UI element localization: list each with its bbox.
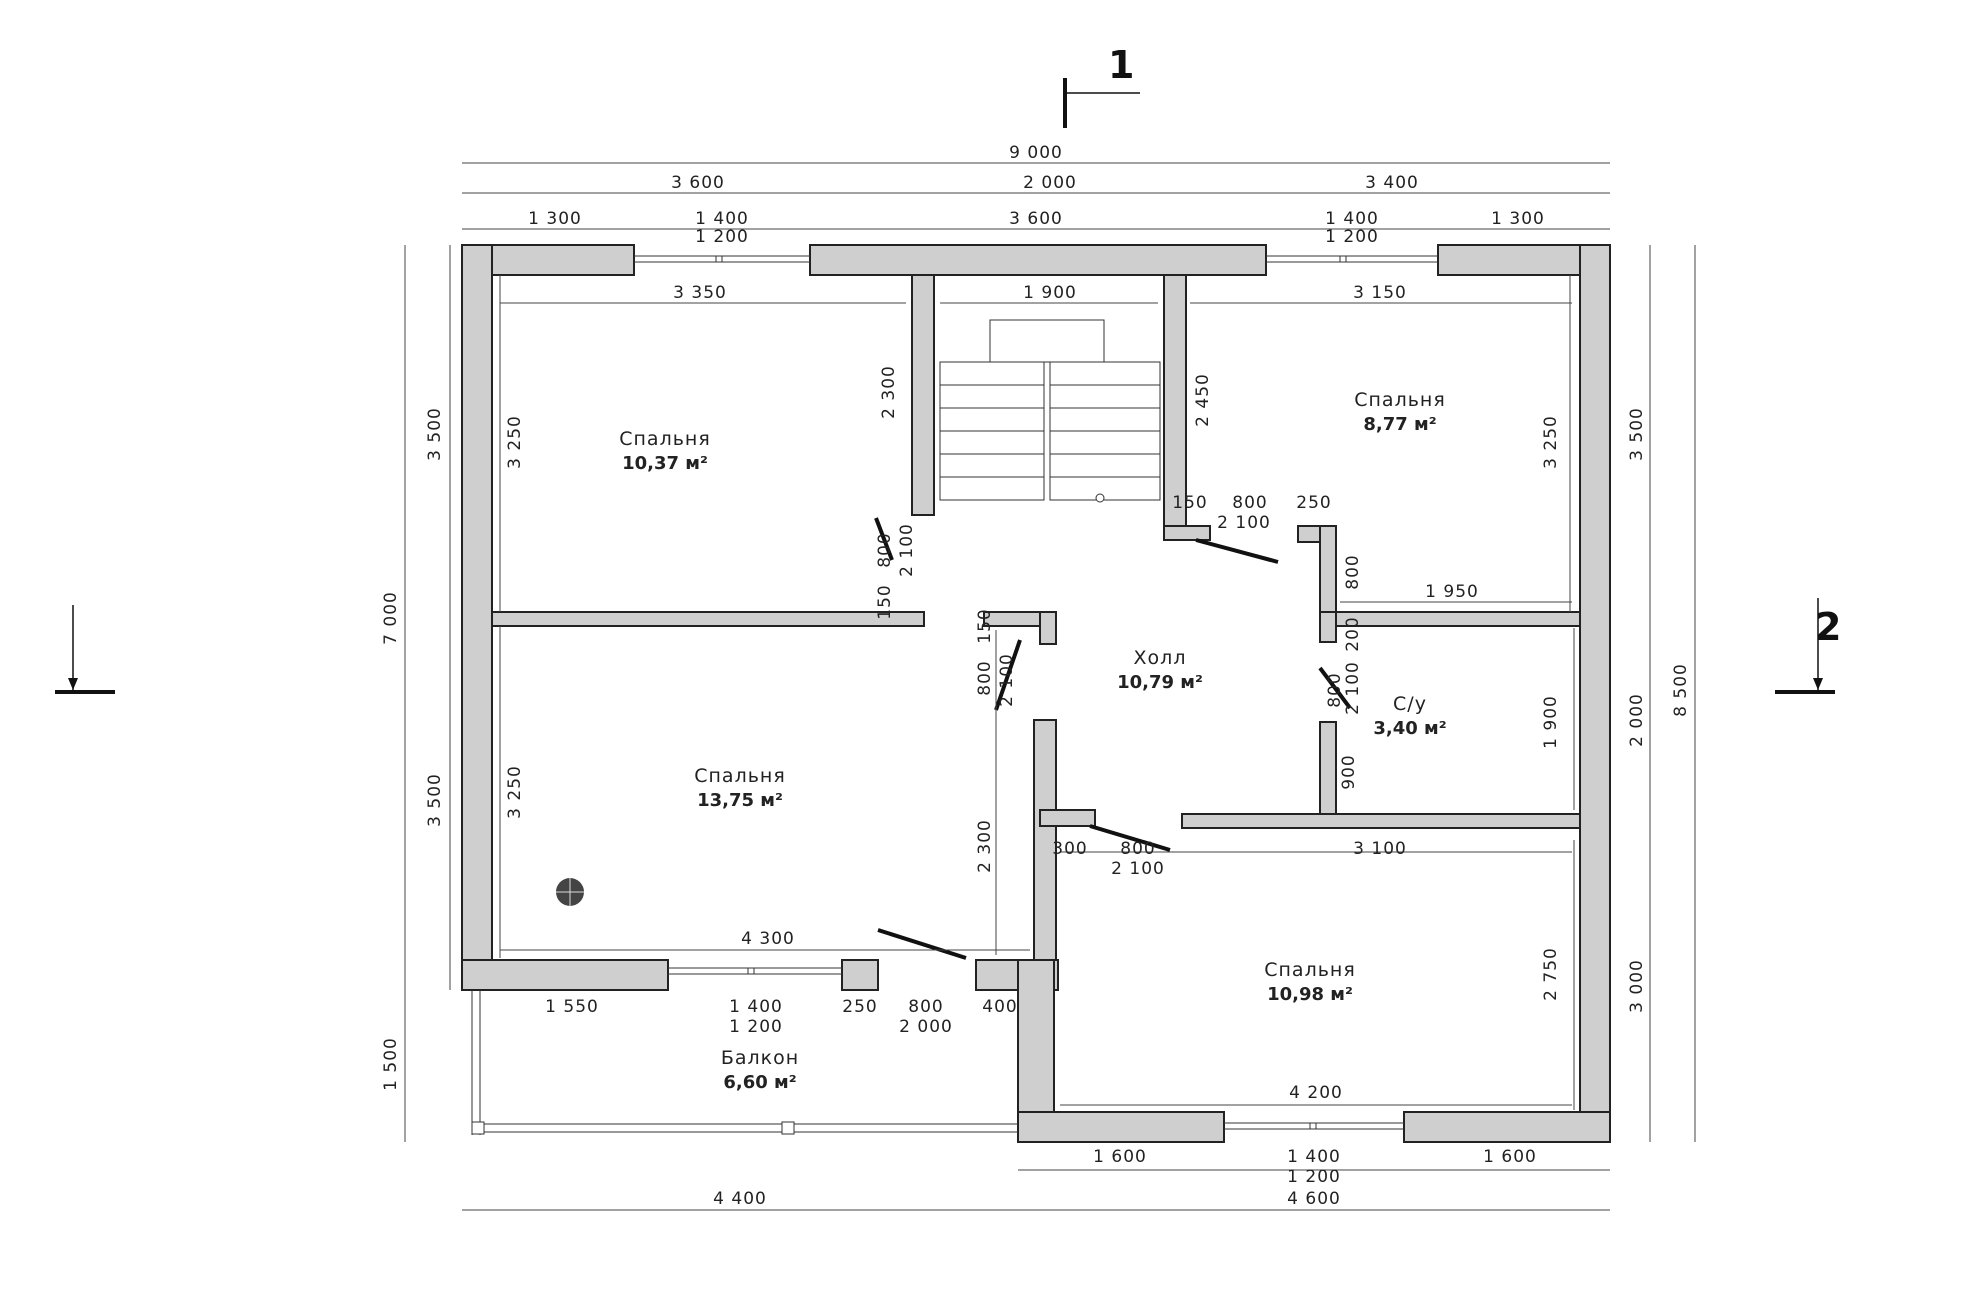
window-bottom [1224, 1122, 1404, 1130]
dim-wc-door-height: 2 100 [1343, 661, 1363, 715]
dim-top-middle: 2 000 [1023, 173, 1077, 193]
window-top-right [1266, 255, 1438, 263]
dim-door-ne-a: 150 [1172, 493, 1207, 513]
dim-t3-d: 1 400 [1325, 209, 1379, 229]
dim-right-top: 3 500 [1627, 407, 1647, 461]
dim-ne-height: 2 450 [1193, 373, 1213, 427]
dim-door-ne-height: 2 100 [1217, 513, 1271, 533]
dim-bottom-right: 4 600 [1287, 1189, 1341, 1209]
dim-bal-d: 800 [908, 997, 943, 1017]
dim-se-a: 300 [1052, 839, 1087, 859]
dim-top-right: 3 400 [1365, 173, 1419, 193]
dim-wc-200: 200 [1343, 616, 1363, 651]
dim-t3-a: 1 300 [528, 209, 582, 229]
doors [874, 517, 1352, 960]
windows [634, 255, 1438, 1130]
dim-hall-800: 800 [1343, 554, 1363, 589]
section-label-right: 2 [1815, 605, 1841, 649]
dim-bal-e: 400 [982, 997, 1017, 1017]
dim-window-top-left: 1 200 [695, 227, 749, 247]
dim-ne-vertical: 3 250 [1541, 415, 1561, 469]
room-hall-area: 10,79 м² [1117, 672, 1203, 693]
window-top-left [634, 255, 810, 263]
dim-se-inner-width: 4 200 [1289, 1083, 1343, 1103]
dim-door-nw-height: 2 100 [897, 523, 917, 577]
dim-top-total: 9 000 [1009, 143, 1063, 163]
room-bedroom-ne-area: 8,77 м² [1363, 414, 1436, 435]
walls [461, 244, 1611, 1143]
dim-w-2300: 2 300 [975, 819, 995, 873]
dim-door-w-height: 2 100 [997, 653, 1017, 707]
dim-w-inner-width: 4 300 [741, 929, 795, 949]
room-bedroom-nw-name: Спальня [619, 428, 711, 450]
dim-se-b: 800 [1120, 839, 1155, 859]
dim-wc-inner-width: 1 950 [1425, 582, 1479, 602]
dim-wc-height: 1 900 [1541, 695, 1561, 749]
dim-nw-height: 3 250 [505, 415, 525, 469]
room-balcony-name: Балкон [721, 1047, 799, 1069]
dim-ne-width: 3 150 [1353, 283, 1407, 303]
dim-se-height: 2 750 [1541, 947, 1561, 1001]
dim-t3-c: 3 600 [1009, 209, 1063, 229]
dim-door-ne-b: 800 [1232, 493, 1267, 513]
room-bedroom-ne-name: Спальня [1354, 389, 1446, 411]
dim-t3-b: 1 400 [695, 209, 749, 229]
dim-bal-b: 1 400 [729, 997, 783, 1017]
dim-door-nw-offset: 150 [875, 584, 895, 619]
dim-bal-c: 250 [842, 997, 877, 1017]
dim-bottom-c: 1 600 [1483, 1147, 1537, 1167]
room-wc-area: 3,40 м² [1373, 718, 1446, 739]
dim-stair-height: 2 300 [879, 365, 899, 419]
dim-right-total: 8 500 [1671, 663, 1691, 717]
dim-bottom-left: 4 400 [713, 1189, 767, 1209]
dimension-labels: 9 000 3 600 2 000 3 400 1 300 1 400 3 60… [381, 143, 1691, 1209]
dim-se-width: 3 100 [1353, 839, 1407, 859]
dim-wc-900: 900 [1339, 754, 1359, 789]
dim-wc-door-width: 800 [1325, 672, 1345, 707]
dim-t3-e: 1 300 [1491, 209, 1545, 229]
dim-left-balcony: 1 500 [381, 1037, 401, 1091]
dim-bottom-a: 1 600 [1093, 1147, 1147, 1167]
dim-door-w-offset: 150 [975, 608, 995, 643]
exterior-dim-lines [404, 162, 1696, 1211]
room-hall-name: Холл [1134, 647, 1187, 669]
room-bedroom-w-name: Спальня [694, 765, 786, 787]
section-mark-1: 1 [1063, 43, 1140, 128]
staircase [939, 319, 1161, 503]
section-mark-left [55, 605, 115, 694]
dim-w-height: 3 250 [505, 765, 525, 819]
dim-window-top-right: 1 200 [1325, 227, 1379, 247]
floor-drain-icon [556, 878, 584, 906]
room-balcony-area: 6,60 м² [723, 1072, 796, 1093]
dim-door-w-width: 800 [975, 660, 995, 695]
dim-door-ne-c: 250 [1296, 493, 1331, 513]
dim-left-top: 3 500 [425, 407, 445, 461]
balcony-railing [471, 990, 1018, 1135]
dim-right-bottom: 3 000 [1627, 959, 1647, 1013]
dim-bottom-b: 1 400 [1287, 1147, 1341, 1167]
room-bedroom-nw-area: 10,37 м² [622, 453, 708, 474]
interior-dim-lines [499, 275, 1575, 1110]
section-label-top: 1 [1108, 43, 1134, 87]
dim-right-mid: 2 000 [1627, 693, 1647, 747]
dim-bal-a: 1 550 [545, 997, 599, 1017]
section-mark-2: 2 [1775, 598, 1841, 694]
window-balcony [668, 967, 842, 975]
dim-bal-window: 1 200 [729, 1017, 783, 1037]
dim-nw-width: 3 350 [673, 283, 727, 303]
dim-stair-width: 1 900 [1023, 283, 1077, 303]
dim-bal-door: 2 000 [899, 1017, 953, 1037]
dim-bottom-window: 1 200 [1287, 1167, 1341, 1187]
room-wc-name: С/у [1393, 693, 1427, 715]
room-bedroom-se-name: Спальня [1264, 959, 1356, 981]
dim-left-mid: 3 500 [425, 773, 445, 827]
dim-top-left: 3 600 [671, 173, 725, 193]
room-bedroom-w-area: 13,75 м² [697, 790, 783, 811]
dim-se-c: 2 100 [1111, 859, 1165, 879]
room-bedroom-se-area: 10,98 м² [1267, 984, 1353, 1005]
dim-door-nw-width: 800 [875, 532, 895, 567]
dim-left-total: 7 000 [381, 591, 401, 645]
